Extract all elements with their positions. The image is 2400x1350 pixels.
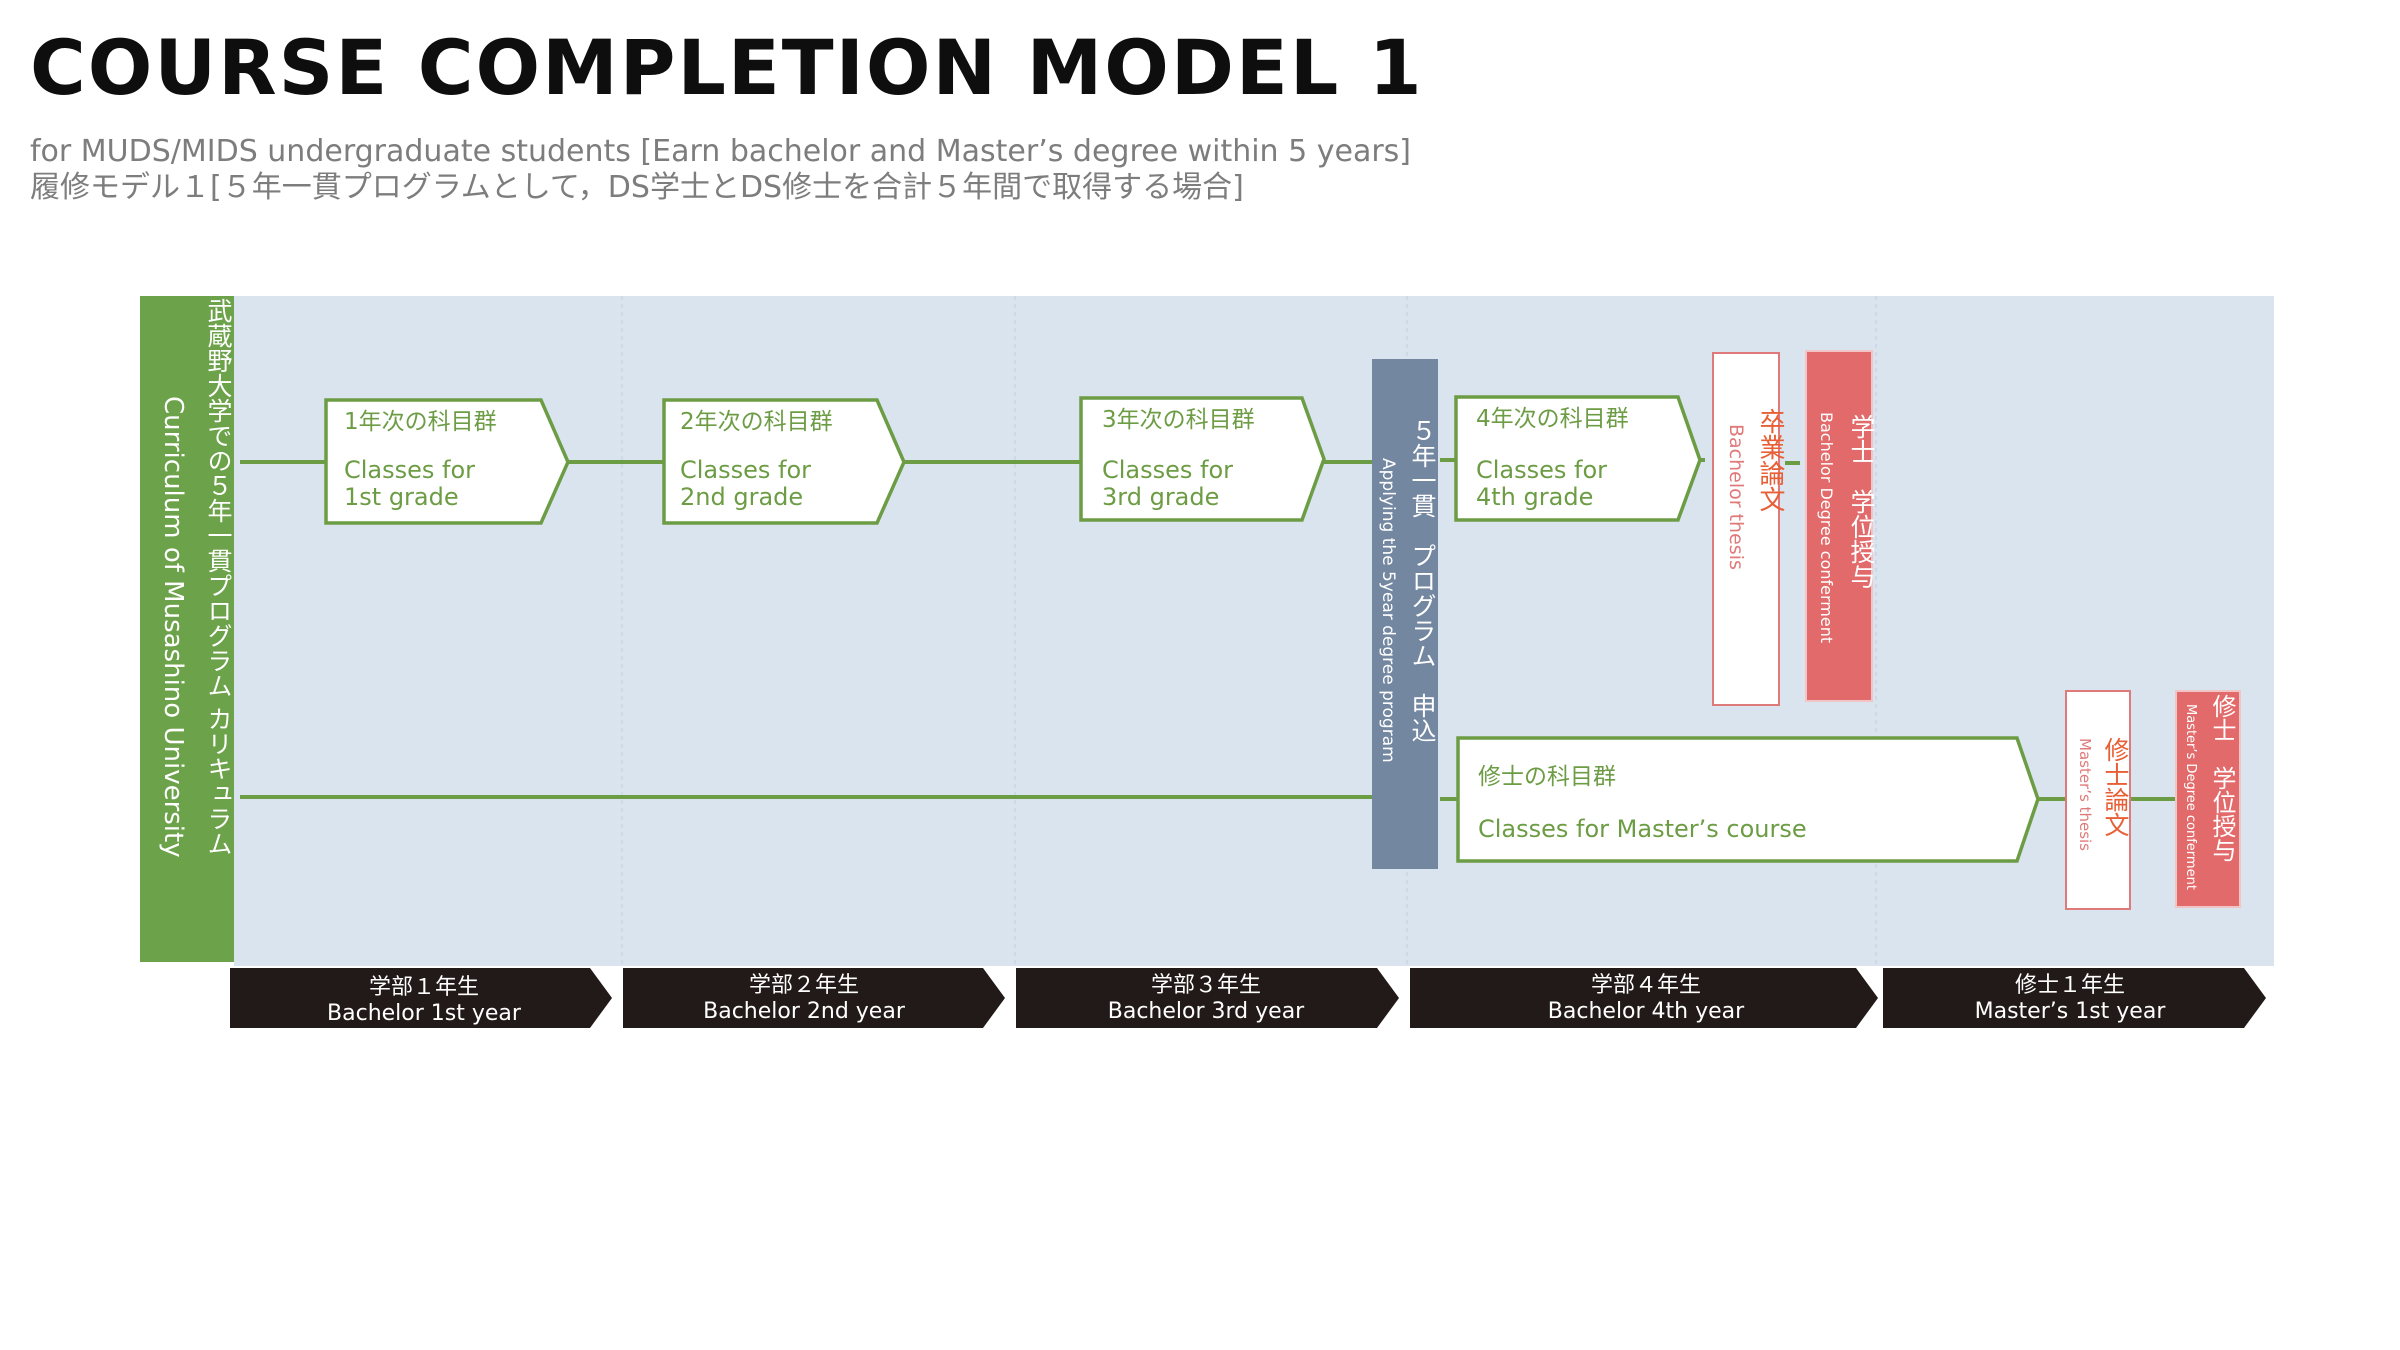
year-arrows [230,968,2266,1028]
curriculum-sidebar [140,296,234,962]
subtitle-english: for MUDS/MIDS undergraduate students [Ea… [30,134,1411,169]
course-1-en-line1: Classes for [344,456,475,484]
course-1-en-line2: 1st grade [344,483,459,511]
sidebar-label-ja: 武蔵野大学での５年一貫プログラム カリキュラム [204,298,233,856]
year-arrow-3 [1016,968,1399,1028]
bachelor-thesis-ja: 卒業論文 [1755,408,1785,512]
course-boxes [324,395,2040,863]
bachelor-degree-box [1805,350,1873,702]
program-label-en: Applying the 5year degree program [1378,458,1398,763]
year-5-ja: 修士１年生 [2015,973,2125,998]
master-degree-en: Master’s Degree conferment [2183,704,2198,890]
year-1-en: Bachelor 1st year [327,1001,522,1026]
course-4-en-line1: Classes for [1476,456,1607,484]
year-arrow-4 [1410,968,1878,1028]
program-label-ja: ５年一貫 プログラム 申込 [1408,418,1437,743]
master-course-en: Classes for Master’s course [1478,815,1807,843]
course-box-3 [1079,396,1326,522]
page-title: COURSE COMPLETION MODEL 1 [30,23,1424,112]
program-application-box [1372,359,1438,869]
master-course-ja: 修士の科目群 [1478,764,1616,790]
year-1-ja: 学部１年生 [369,975,479,1000]
course-2-en-line2: 2nd grade [680,483,803,511]
year-2-ja: 学部２年生 [749,973,859,998]
year-2-en: Bachelor 2nd year [703,999,906,1024]
master-thesis-ja: 修士論文 [2101,737,2130,837]
year-3-en: Bachelor 3rd year [1108,999,1305,1024]
year-5-en: Master’s 1st year [1975,999,2167,1024]
year-arrow-1 [230,968,612,1028]
master-thesis-box [2065,690,2131,910]
subtitle-japanese: 履修モデル１[５年一貫プログラムとして，DS学士とDS修士を合計５年間で取得する… [30,170,1244,205]
year-3-ja: 学部３年生 [1151,973,1261,998]
course-2-en-line1: Classes for [680,456,811,484]
bachelor-thesis-box [1712,352,1780,706]
master-course-box [1456,736,2040,863]
master-degree-box [2175,690,2241,908]
year-4-ja: 学部４年生 [1591,973,1701,998]
course-4-ja: 4年次の科目群 [1476,406,1629,432]
course-box-2 [662,398,906,525]
course-1-ja: 1年次の科目群 [344,409,497,435]
bachelor-degree-en: Bachelor Degree conferment [1817,412,1836,644]
course-box-4 [1454,395,1702,522]
year-arrow-5 [1883,968,2266,1028]
course-3-en-line1: Classes for [1102,456,1233,484]
course-4-en-line2: 4th grade [1476,483,1593,511]
course-2-ja: 2年次の科目群 [680,409,833,435]
sidebar-label-en: Curriculum of Musashino University [158,396,188,858]
course-3-en-line2: 3rd grade [1102,483,1219,511]
master-degree-ja: 修士 学位授与 [2208,694,2236,862]
bachelor-degree-ja: 学士 学位授与 [1847,414,1876,589]
course-box-1 [324,398,570,525]
course-3-ja: 3年次の科目群 [1102,407,1255,433]
year-4-en: Bachelor 4th year [1548,999,1745,1024]
bachelor-thesis-en: Bachelor thesis [1725,424,1747,570]
year-arrow-2 [623,968,1005,1028]
master-thesis-en: Master’s thesis [2076,738,2094,851]
